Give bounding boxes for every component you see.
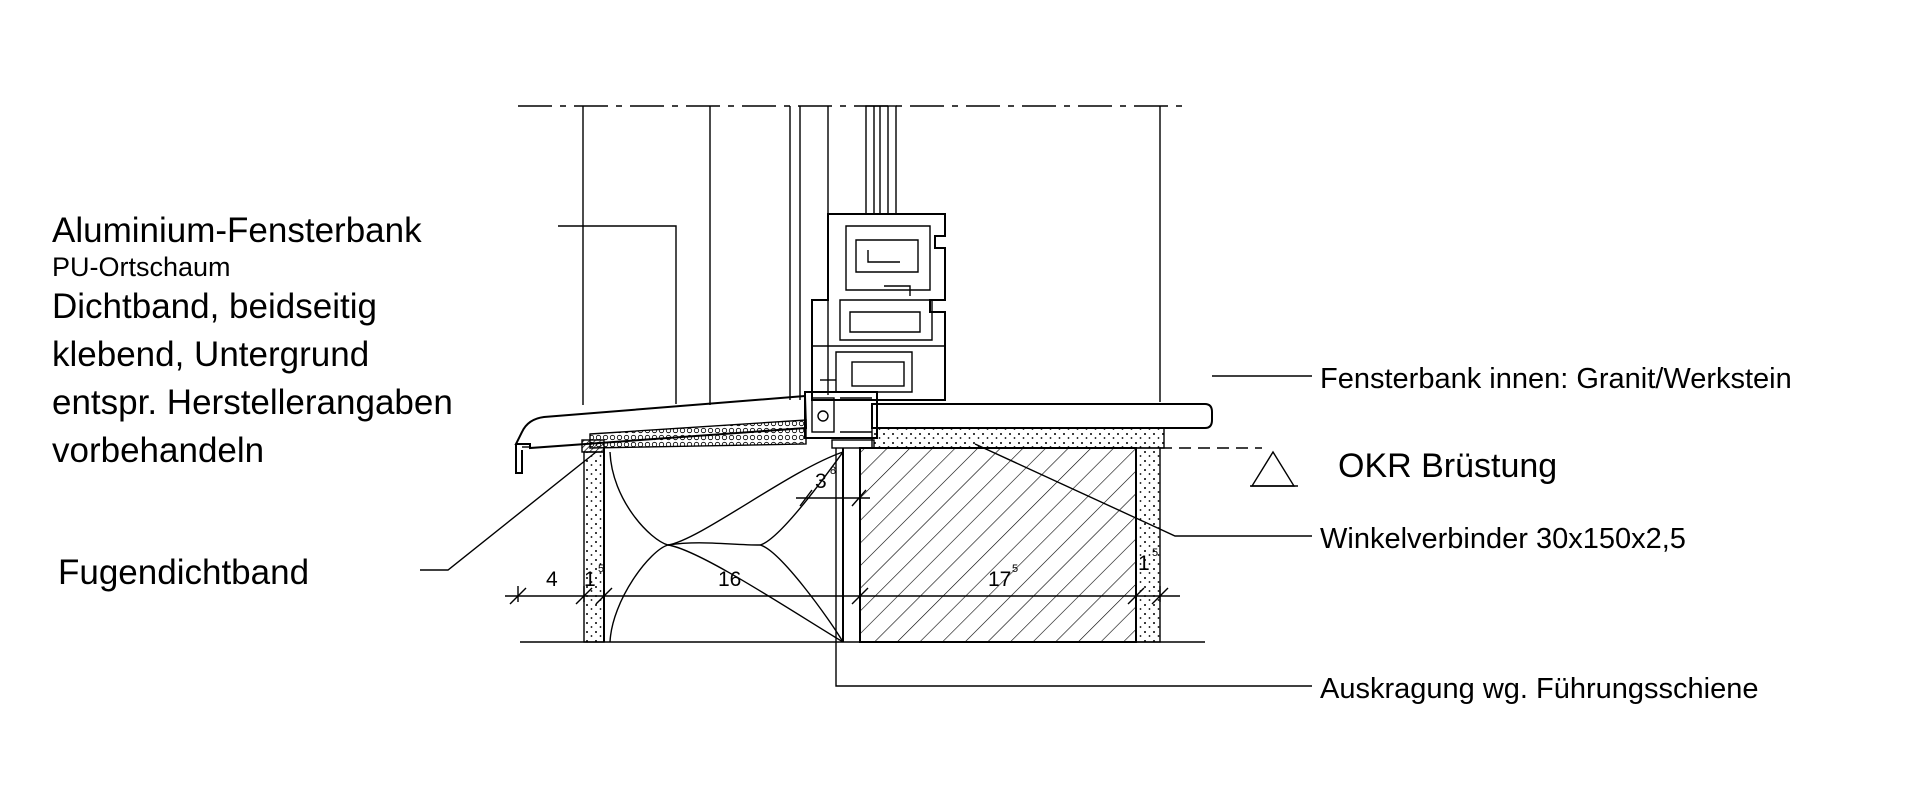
label-projection: Auskragung wg. Führungsschiene: [1320, 673, 1758, 705]
dim-1-5-left: 1: [584, 568, 596, 591]
dim-1-5-left-sup: 5: [598, 563, 604, 575]
dim-17-5: 17: [988, 568, 1011, 591]
okr-level-triangle: [1250, 450, 1296, 487]
label-sealing-line2: klebend, Untergrund: [52, 335, 369, 374]
sealing-tape: [581, 439, 605, 453]
label-pu-foam: PU-Ortschaum: [52, 252, 231, 282]
label-sealing-line3: entspr. Herstellerangaben: [52, 383, 453, 422]
label-joint-tape: Fugendichtband: [58, 553, 309, 592]
label-sealing-line4: vorbehandeln: [52, 431, 264, 470]
dimension-line-row: [505, 586, 1180, 605]
dimension-3-8: [796, 488, 870, 508]
label-inner-sill: Fensterbank innen: Granit/Werkstein: [1320, 363, 1792, 395]
inner-sill-granite: [871, 403, 1213, 429]
mortar-bed: [871, 427, 1165, 449]
pu-foam-layer: [589, 419, 807, 449]
wall-vertical-lines: [582, 106, 1161, 405]
label-sealing-line1: Dichtband, beidseitig: [52, 287, 377, 326]
aluminium-sill-drip: [515, 444, 523, 474]
label-angle-connector: Winkelverbinder 30x150x2,5: [1320, 523, 1686, 555]
dim-3-8: 3: [815, 470, 827, 493]
label-okr: OKR Brüstung: [1338, 447, 1557, 485]
window-frame-profile: [811, 105, 946, 401]
interior-plaster: [1135, 447, 1161, 643]
aluminium-sill: [514, 394, 808, 450]
masonry-block: [859, 447, 1137, 643]
exterior-plaster: [583, 451, 605, 643]
label-aluminium-sill: Aluminium-Fensterbank: [52, 211, 422, 250]
dim-16: 16: [718, 568, 741, 591]
leader-lines: [420, 225, 1312, 687]
dim-17-5-sup: 5: [1012, 563, 1018, 575]
dim-3-8-sup: 8: [830, 465, 836, 477]
dim-1-5-right-sup: 5: [1152, 547, 1158, 559]
thermal-insulation: [603, 448, 844, 643]
dim-4: 4: [546, 568, 558, 591]
dim-1-5-right: 1: [1138, 552, 1150, 575]
